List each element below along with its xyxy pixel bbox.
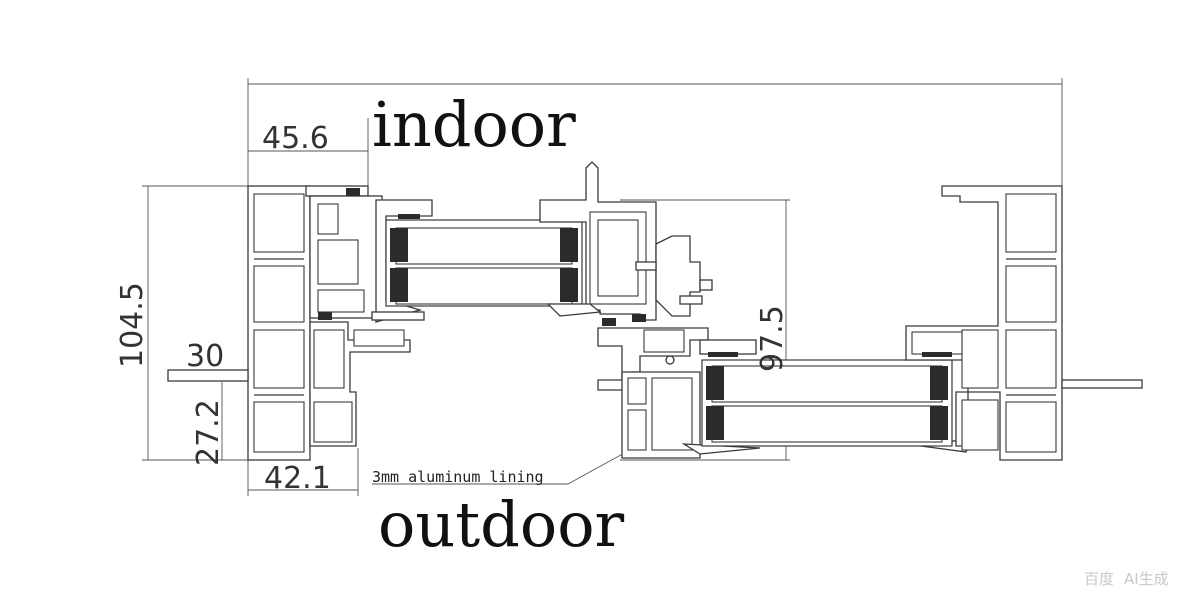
- watermark-tag: AI生成: [1124, 570, 1169, 588]
- left-frame-profile: [167, 185, 411, 461]
- left-glass-unit: [385, 214, 583, 307]
- dim-top-left-width: 45.6: [262, 121, 329, 156]
- aluminum-lining-label: 3mm aluminum lining: [372, 468, 544, 486]
- indoor-label: indoor: [372, 88, 576, 161]
- watermark-brand: 百度: [1084, 570, 1114, 588]
- dim-step-width: 30: [186, 339, 224, 374]
- dim-overall-height: 104.5: [115, 282, 150, 368]
- dim-sash-height: 97.5: [755, 305, 790, 372]
- center-mullion-profile: [539, 161, 713, 459]
- dim-step-height: 27.2: [191, 399, 226, 466]
- dim-bottom-width: 42.1: [264, 461, 331, 496]
- outdoor-label: outdoor: [378, 488, 625, 561]
- right-frame-profile: [905, 185, 1143, 461]
- right-glass-unit: [701, 359, 953, 447]
